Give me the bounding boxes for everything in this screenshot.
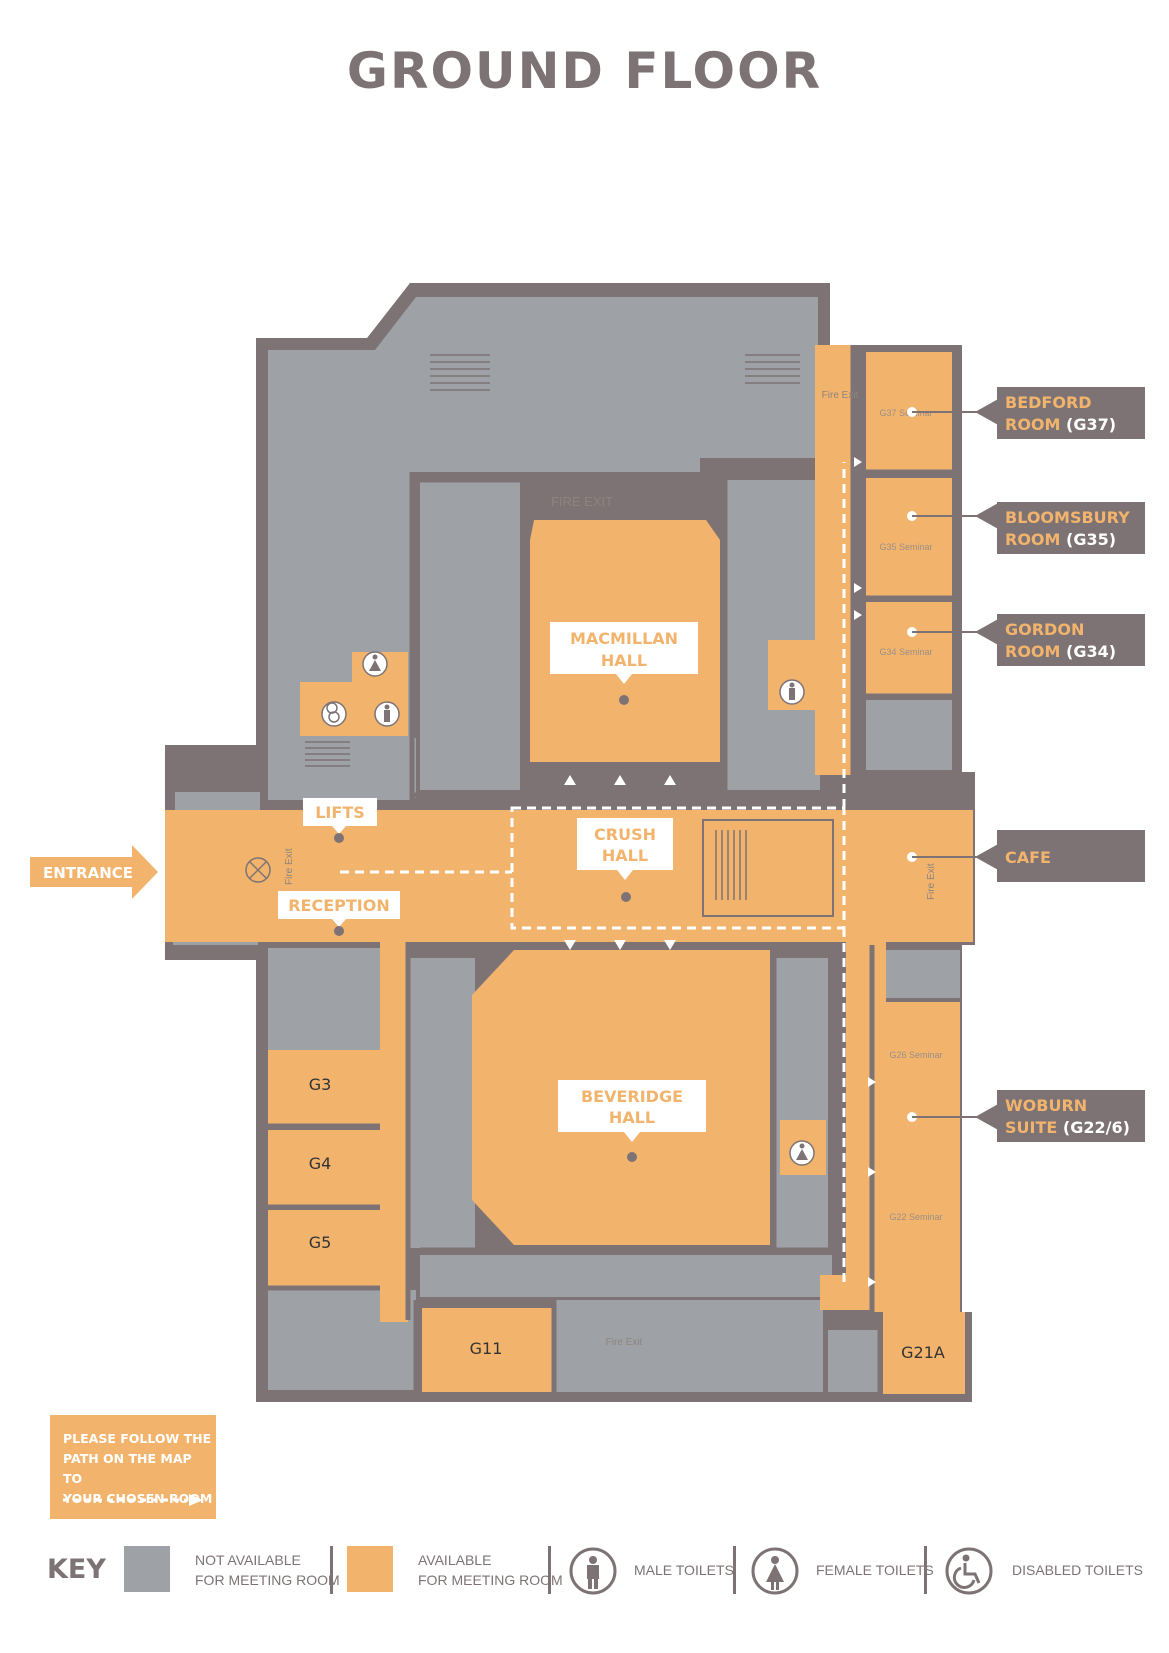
- room-g5: G5: [309, 1233, 332, 1252]
- svg-text:BLOOMSBURY: BLOOMSBURY: [1005, 508, 1130, 527]
- key-divider: [330, 1546, 333, 1594]
- male-toilet-icon: [779, 679, 805, 705]
- seminar-g22: G22 Seminar: [889, 1212, 942, 1222]
- fire-exit-entrance: Fire Exit: [284, 848, 295, 885]
- grey-swatch-icon: [124, 1546, 170, 1592]
- instruction-box: PLEASE FOLLOW THE PATH ON THE MAP TO YOU…: [50, 1415, 216, 1519]
- map-key: KEY NOT AVAILABLE FOR MEETING ROOM AVAIL…: [0, 1540, 1169, 1610]
- key-divider: [548, 1546, 551, 1594]
- dashed-arrow-icon: [63, 1494, 203, 1506]
- inner-walls: [268, 345, 952, 1392]
- route-arrows: [564, 457, 876, 1287]
- entrance-arrow[interactable]: [30, 845, 158, 899]
- route-path: [340, 462, 846, 1285]
- room-g21a: G21A: [901, 1343, 945, 1362]
- female-toilet-icon: [362, 651, 388, 677]
- seminar-g37: G37 Seminar: [879, 408, 932, 418]
- svg-text:SUITE (G22/6): SUITE (G22/6): [1005, 1118, 1130, 1137]
- lifts[interactable]: LIFTS: [303, 798, 377, 843]
- entrance-label: ENTRANCE: [43, 864, 133, 882]
- seminar-g35: G35 Seminar: [879, 542, 932, 552]
- reception[interactable]: RECEPTION: [278, 891, 400, 936]
- disabled-toilet-icon: [945, 1547, 993, 1595]
- svg-text:WOBURN: WOBURN: [1005, 1096, 1087, 1115]
- fire-exit-cafe: Fire Exit: [926, 863, 937, 900]
- svg-text:GORDON: GORDON: [1005, 620, 1084, 639]
- key-label-not-available: NOT AVAILABLE FOR MEETING ROOM: [195, 1552, 340, 1588]
- reception-label: RECEPTION: [288, 896, 390, 915]
- key-divider: [733, 1546, 736, 1594]
- male-toilet-icon: [374, 701, 400, 727]
- callout-woburn[interactable]: WOBURN SUITE (G22/6): [912, 1090, 1145, 1142]
- lifts-label: LIFTS: [315, 803, 365, 822]
- fire-exit-south: Fire Exit: [606, 1337, 643, 1348]
- key-label-disabled-toilets: DISABLED TOILETS: [1012, 1562, 1143, 1578]
- female-toilet-icon: [789, 1140, 815, 1166]
- key-label-available: AVAILABLE FOR MEETING ROOM: [418, 1552, 563, 1588]
- svg-text:ROOM (G34): ROOM (G34): [1005, 642, 1116, 661]
- callout-cafe[interactable]: CAFE: [912, 830, 1145, 882]
- svg-text:ROOM (G37): ROOM (G37): [1005, 415, 1116, 434]
- reception-marker-icon: [245, 857, 271, 883]
- callout-bedford[interactable]: BEDFORD ROOM (G37): [912, 387, 1145, 439]
- svg-text:CAFE: CAFE: [1005, 848, 1051, 867]
- instruction-text: PLEASE FOLLOW THE PATH ON THE MAP TO YOU…: [63, 1431, 212, 1506]
- svg-text:ROOM (G35): ROOM (G35): [1005, 530, 1116, 549]
- stairs: [305, 354, 800, 900]
- orange-swatch-icon: [347, 1546, 393, 1592]
- seminar-g34: G34 Seminar: [879, 647, 932, 657]
- key-label-female-toilets: FEMALE TOILETS: [816, 1562, 934, 1578]
- room-g11: G11: [470, 1339, 503, 1358]
- key-label-male-toilets: MALE TOILETS: [634, 1562, 734, 1578]
- callout-gordon[interactable]: GORDON ROOM (G34): [912, 614, 1145, 666]
- callout-bloomsbury[interactable]: BLOOMSBURY ROOM (G35): [912, 502, 1145, 554]
- fire-exit-east: Fire Exit: [822, 390, 859, 401]
- crush-hall-stair-block: [702, 819, 834, 917]
- key-title: KEY: [47, 1554, 106, 1585]
- room-g3: G3: [309, 1075, 332, 1094]
- seminar-g26: G26 Seminar: [889, 1050, 942, 1060]
- disabled-toilet-icon: [321, 701, 347, 727]
- fire-exit-macmillan: FIRE EXIT: [551, 494, 613, 509]
- key-divider: [924, 1546, 927, 1594]
- female-toilet-icon: [751, 1547, 799, 1595]
- svg-text:BEDFORD: BEDFORD: [1005, 393, 1092, 412]
- room-g4: G4: [309, 1154, 332, 1173]
- male-toilet-icon: [569, 1547, 617, 1595]
- page-title: GROUND FLOOR: [346, 42, 823, 100]
